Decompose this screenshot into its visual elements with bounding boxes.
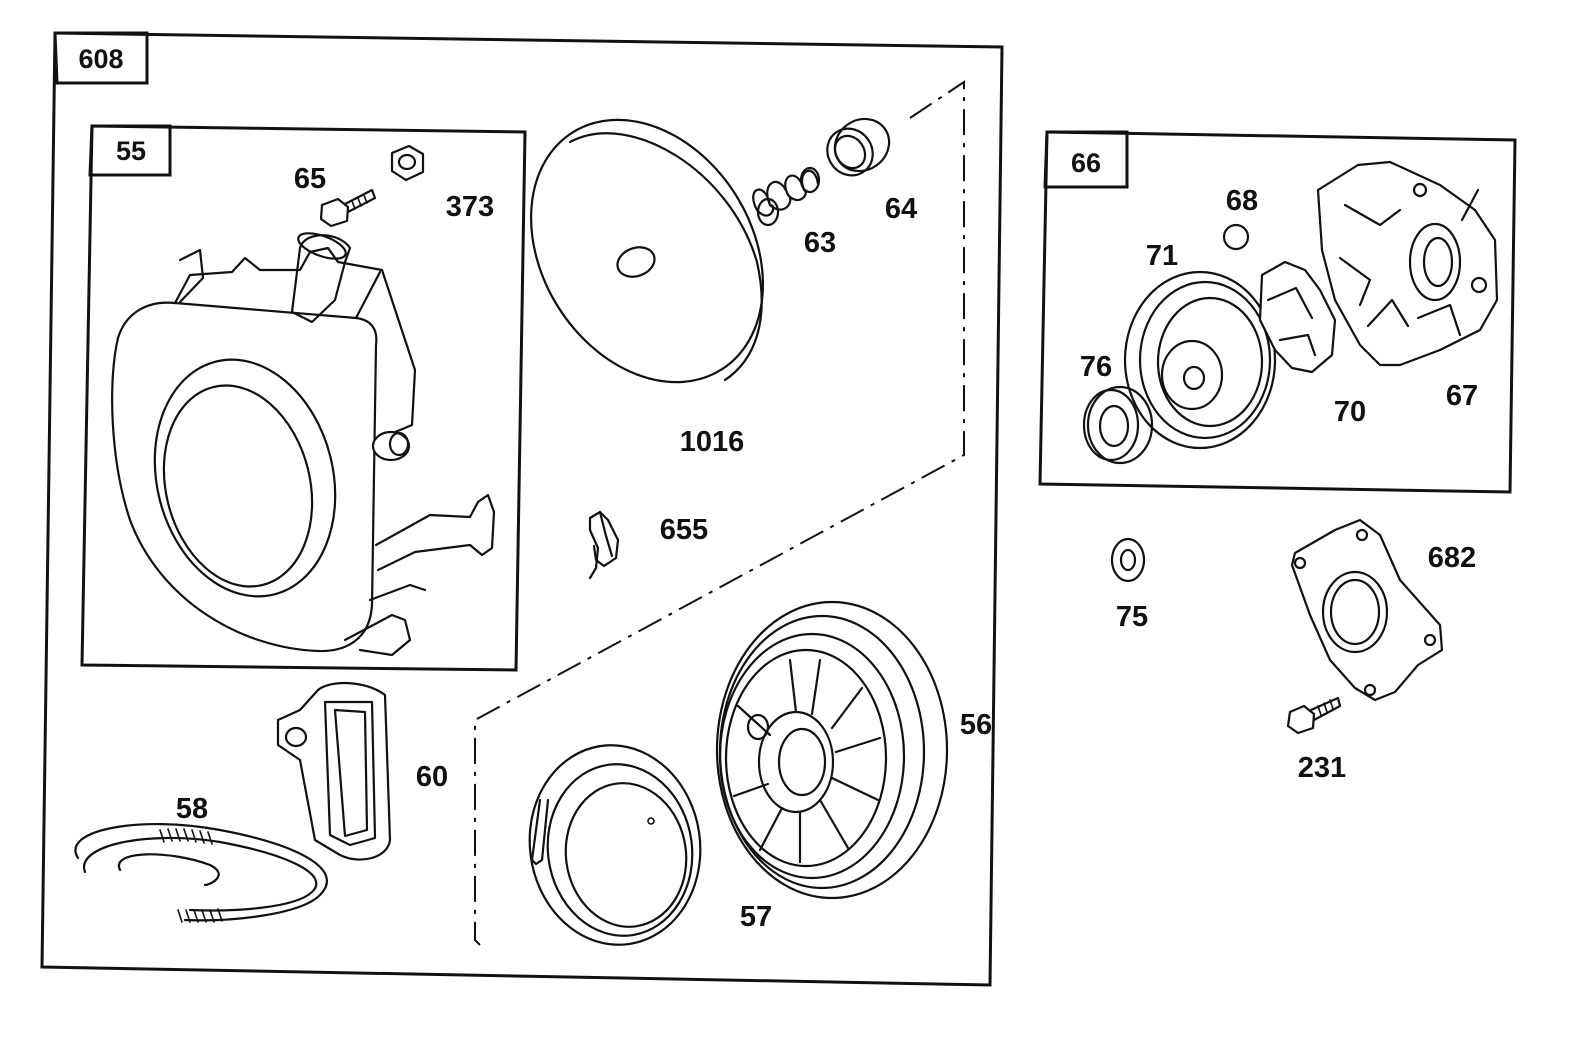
- dashdot-boundary: [474, 80, 965, 946]
- clutch-housing-67-icon: [1316, 160, 1499, 367]
- ratchet-70-icon: [1258, 260, 1337, 374]
- pulley-56-icon: [715, 600, 949, 900]
- part-label-67: 67: [1446, 380, 1478, 412]
- clip-655-icon: [588, 510, 620, 580]
- handle-60-icon: [276, 681, 392, 861]
- part-label-63: 63: [804, 227, 836, 259]
- part-label-57: 57: [740, 901, 772, 933]
- part-label-373: 373: [446, 191, 494, 223]
- part-label-68: 68: [1226, 185, 1258, 217]
- bolt-65-icon: [319, 188, 377, 228]
- part-label-58: 58: [176, 793, 208, 825]
- housing-cover-682-icon: [1290, 518, 1444, 702]
- part-label-76: 76: [1080, 351, 1112, 383]
- part-label-60: 60: [416, 761, 448, 793]
- assembly-608-frame: 608: [40, 31, 1004, 987]
- part-label-65: 65: [294, 163, 326, 195]
- housing-55-label: 55: [116, 136, 146, 166]
- part-label-71: 71: [1146, 240, 1178, 272]
- washer-75-icon: [1110, 537, 1146, 583]
- part-label-655: 655: [660, 514, 708, 546]
- disc-1016-icon: [529, 118, 765, 384]
- pulley-hub-71-icon: [1123, 270, 1277, 450]
- part-label-56: 56: [960, 709, 992, 741]
- housing-55-frame: 55: [80, 124, 527, 672]
- part-label-1016: 1016: [680, 426, 745, 458]
- seal-76-icon: [1082, 385, 1154, 465]
- part-label-64: 64: [885, 193, 917, 225]
- part-label-70: 70: [1334, 396, 1366, 428]
- part-label-75: 75: [1116, 601, 1148, 633]
- nut-373-icon: [390, 144, 425, 182]
- rope-58-icon: [74, 822, 328, 923]
- part-label-231: 231: [1298, 752, 1346, 784]
- ball-68-icon: [1222, 223, 1250, 251]
- recoil-spring-57-icon: [528, 744, 702, 946]
- bolt-231-icon: [1286, 696, 1342, 735]
- clutch-66-frame: 66: [1038, 130, 1517, 494]
- clutch-66-label: 66: [1071, 148, 1101, 178]
- part-label-682: 682: [1428, 542, 1476, 574]
- part-labels: 65 373 1016 63 64 655 56 57 60 58 68 71 …: [176, 163, 1478, 933]
- assembly-608-label: 608: [78, 44, 123, 74]
- spring-63-icon: [752, 166, 821, 227]
- starter-housing-55-icon: [111, 232, 496, 657]
- bushing-64-icon: [826, 117, 891, 177]
